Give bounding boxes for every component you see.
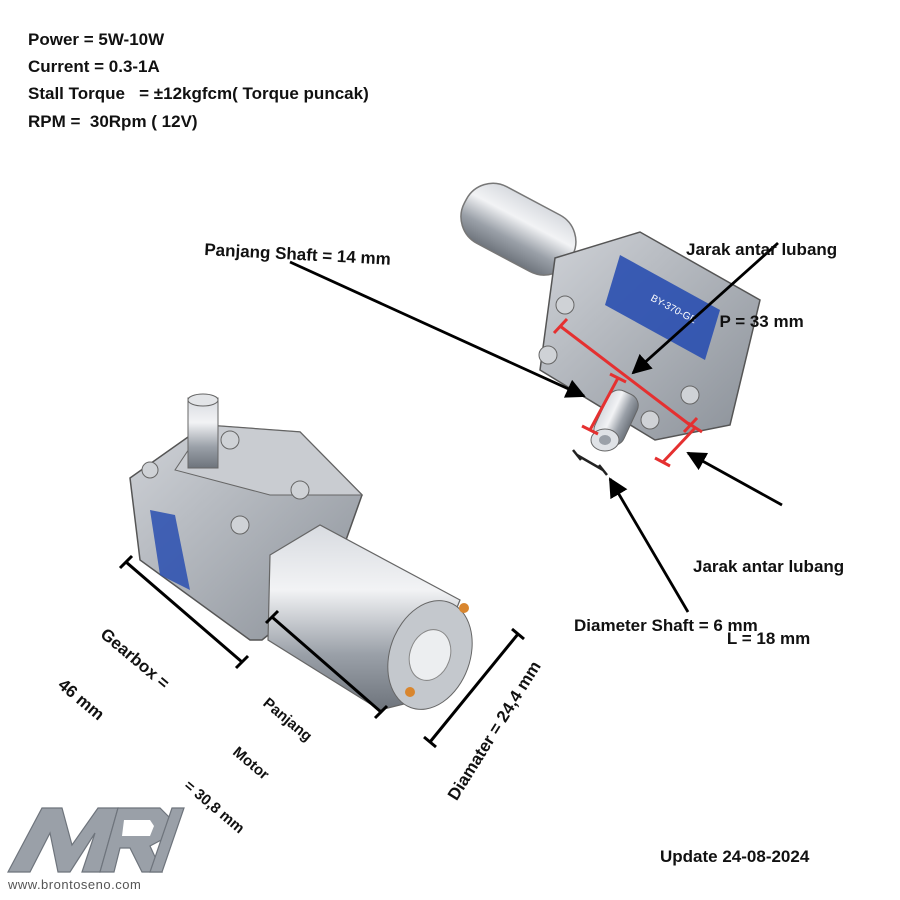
dimension-marker-shaft	[581, 372, 627, 436]
motor-right-view: BY-370-GE	[460, 182, 761, 452]
motor-left-view	[129, 393, 473, 711]
label-hole-l-title: Jarak antar lubang	[693, 557, 845, 576]
label-hole-distance-p: Jarak antar lubang P = 33 mm	[686, 190, 837, 358]
dimension-line-diameter	[423, 627, 525, 749]
label-hole-p-title: Jarak antar lubang	[686, 240, 838, 259]
label-hole-distance-l: Jarak antar lubang L = 18 mm	[693, 507, 844, 675]
mri-logo	[7, 807, 185, 873]
update-date: Update 24-08-2024	[660, 847, 810, 866]
annotation-arrows	[289, 241, 783, 613]
label-shaft-diameter: Diameter Shaft = 6 mm	[574, 616, 758, 635]
spec-rpm: RPM = 30Rpm ( 12V)	[28, 112, 198, 131]
spec-current: Current = 0.3-1A	[28, 57, 160, 76]
dimension-line-gearbox	[118, 554, 250, 670]
label-motor-line1: Panjang	[259, 694, 316, 746]
spec-stall-torque: Stall Torque = ±12kgfcm( Torque puncak)	[28, 84, 369, 103]
dimension-marker-shaft-diameter	[572, 449, 608, 476]
spec-power: Power = 5W-10W	[28, 30, 165, 49]
label-hole-p-value: P = 33 mm	[719, 312, 804, 331]
dimension-marker-l	[654, 421, 703, 468]
label-gearbox-line1: Gearbox =	[96, 624, 174, 693]
dimension-line-motor	[264, 609, 389, 720]
logo-url: www.brontoseno.com	[8, 877, 142, 892]
label-motor-line2: Motor	[229, 743, 273, 784]
label-hole-l-value: L = 18 mm	[726, 629, 811, 648]
